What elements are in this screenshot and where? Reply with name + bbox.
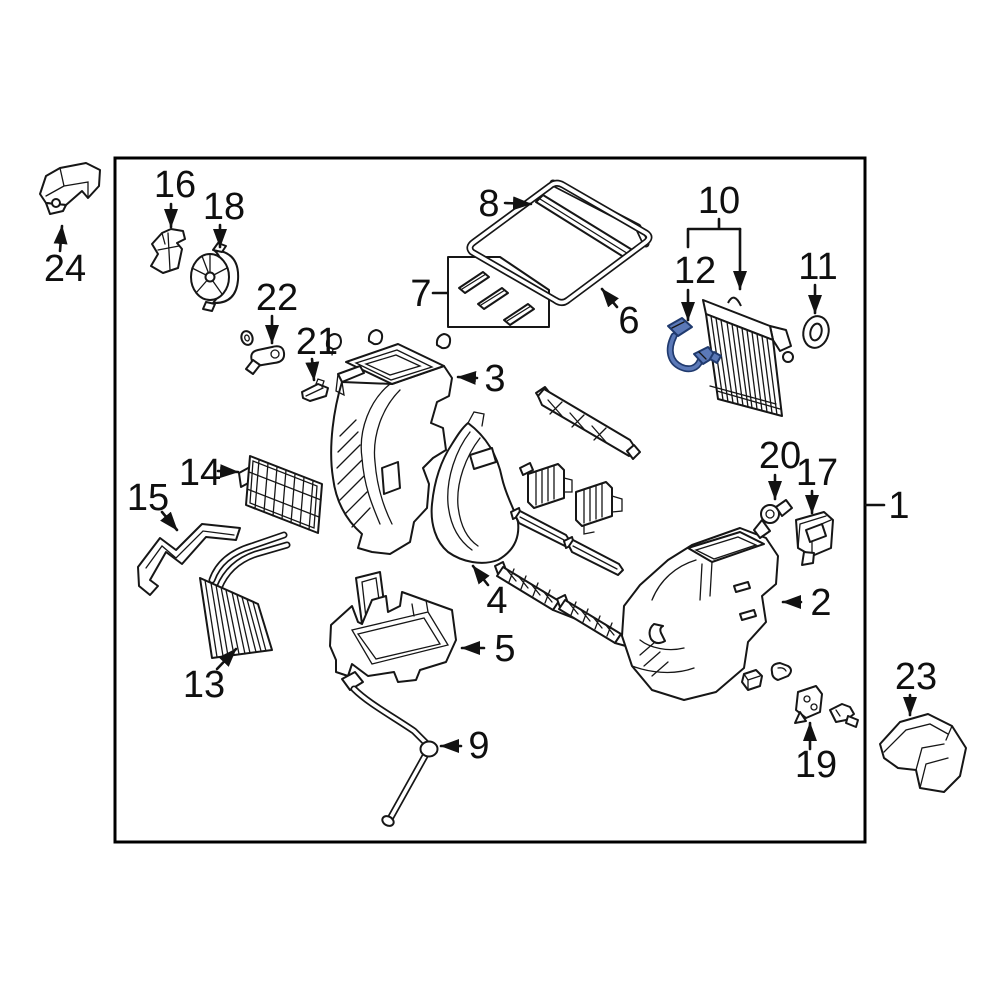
- part-24-drawing: [39, 162, 101, 215]
- part-23-drawing: [879, 713, 967, 793]
- mode-door-a: [519, 462, 573, 509]
- part-15-drawing: [137, 523, 241, 596]
- callout-labels: 1 2 3 4 5 6 7 8 9 10 11 12 13 14 15 16 1…: [44, 164, 937, 786]
- callout-3-label[interactable]: 3: [484, 358, 505, 400]
- part-4-drawing: [430, 411, 520, 564]
- seal-strip-b: [563, 536, 624, 576]
- part-16-drawing: [150, 228, 186, 274]
- part-12-drawing-highlighted: [666, 317, 722, 373]
- callout-21-arrow: [305, 357, 320, 382]
- part-2-drawing: [621, 527, 779, 701]
- callout-19-label[interactable]: 19: [795, 744, 837, 786]
- callout-18-label[interactable]: 18: [203, 186, 245, 228]
- part-3-hatch: [336, 419, 371, 528]
- callout-15-label[interactable]: 15: [127, 477, 169, 519]
- part-9-drawing: [341, 671, 439, 827]
- callout-15-arrow: [160, 510, 179, 532]
- callout-16-label[interactable]: 16: [154, 164, 196, 206]
- callout-7-label[interactable]: 7: [410, 273, 431, 315]
- callout-13-arrow: [215, 647, 238, 671]
- callout-9-label[interactable]: 9: [468, 725, 489, 767]
- part-6-drawing: [466, 179, 653, 306]
- part-20-drawing: [753, 499, 793, 539]
- heater-core-fins: [204, 579, 267, 658]
- callout-11-label[interactable]: 11: [798, 246, 837, 288]
- callout-4-label[interactable]: 4: [486, 580, 507, 622]
- callout-8-label[interactable]: 8: [478, 183, 499, 225]
- filter-grid: [246, 459, 322, 531]
- case-fastener-knobs: [325, 329, 452, 356]
- callout-22-label[interactable]: 22: [256, 277, 298, 319]
- callout-24-label[interactable]: 24: [44, 248, 86, 290]
- callout-1-label[interactable]: 1: [888, 485, 909, 527]
- part-3-drawing: [330, 343, 453, 555]
- part-22-drawing: [240, 330, 286, 375]
- callout-6-arrow: [600, 287, 619, 309]
- callout-13-label[interactable]: 13: [183, 664, 225, 706]
- part-5-drawing: [329, 571, 457, 683]
- part-7-drawing: [447, 256, 550, 328]
- callout-2-label[interactable]: 2: [810, 582, 831, 624]
- callout-5-label[interactable]: 5: [494, 628, 515, 670]
- callout-3-arrow: [456, 370, 479, 385]
- mode-door-b: [575, 481, 623, 535]
- callout-8-arrow: [503, 196, 533, 211]
- vent-door-slat: [535, 386, 641, 460]
- part-10-drawing: [702, 296, 794, 417]
- part-11-drawing: [802, 315, 830, 349]
- callout-23-label[interactable]: 23: [895, 656, 937, 698]
- leaders: [53, 196, 917, 753]
- part-17-drawing: [795, 511, 834, 566]
- callout-24-arrow: [53, 224, 68, 253]
- callout-14-arrow: [216, 464, 240, 479]
- callout-4-arrow: [471, 564, 490, 587]
- part-14-drawing: [238, 455, 323, 534]
- callout-10-bracket: [686, 217, 742, 249]
- callout-10-label[interactable]: 10: [698, 180, 740, 222]
- callout-21-label[interactable]: 21: [296, 321, 338, 363]
- part-19-drawing: [741, 662, 859, 728]
- part-13-drawing: [199, 531, 291, 659]
- callout-17-label[interactable]: 17: [796, 452, 838, 494]
- callout-20-label[interactable]: 20: [759, 435, 801, 477]
- callout-12-label[interactable]: 12: [674, 250, 716, 292]
- part-18-drawing: [190, 242, 240, 312]
- callout-14-label[interactable]: 14: [179, 452, 221, 494]
- callout-6-label[interactable]: 6: [618, 300, 639, 342]
- part-21-drawing: [301, 378, 329, 402]
